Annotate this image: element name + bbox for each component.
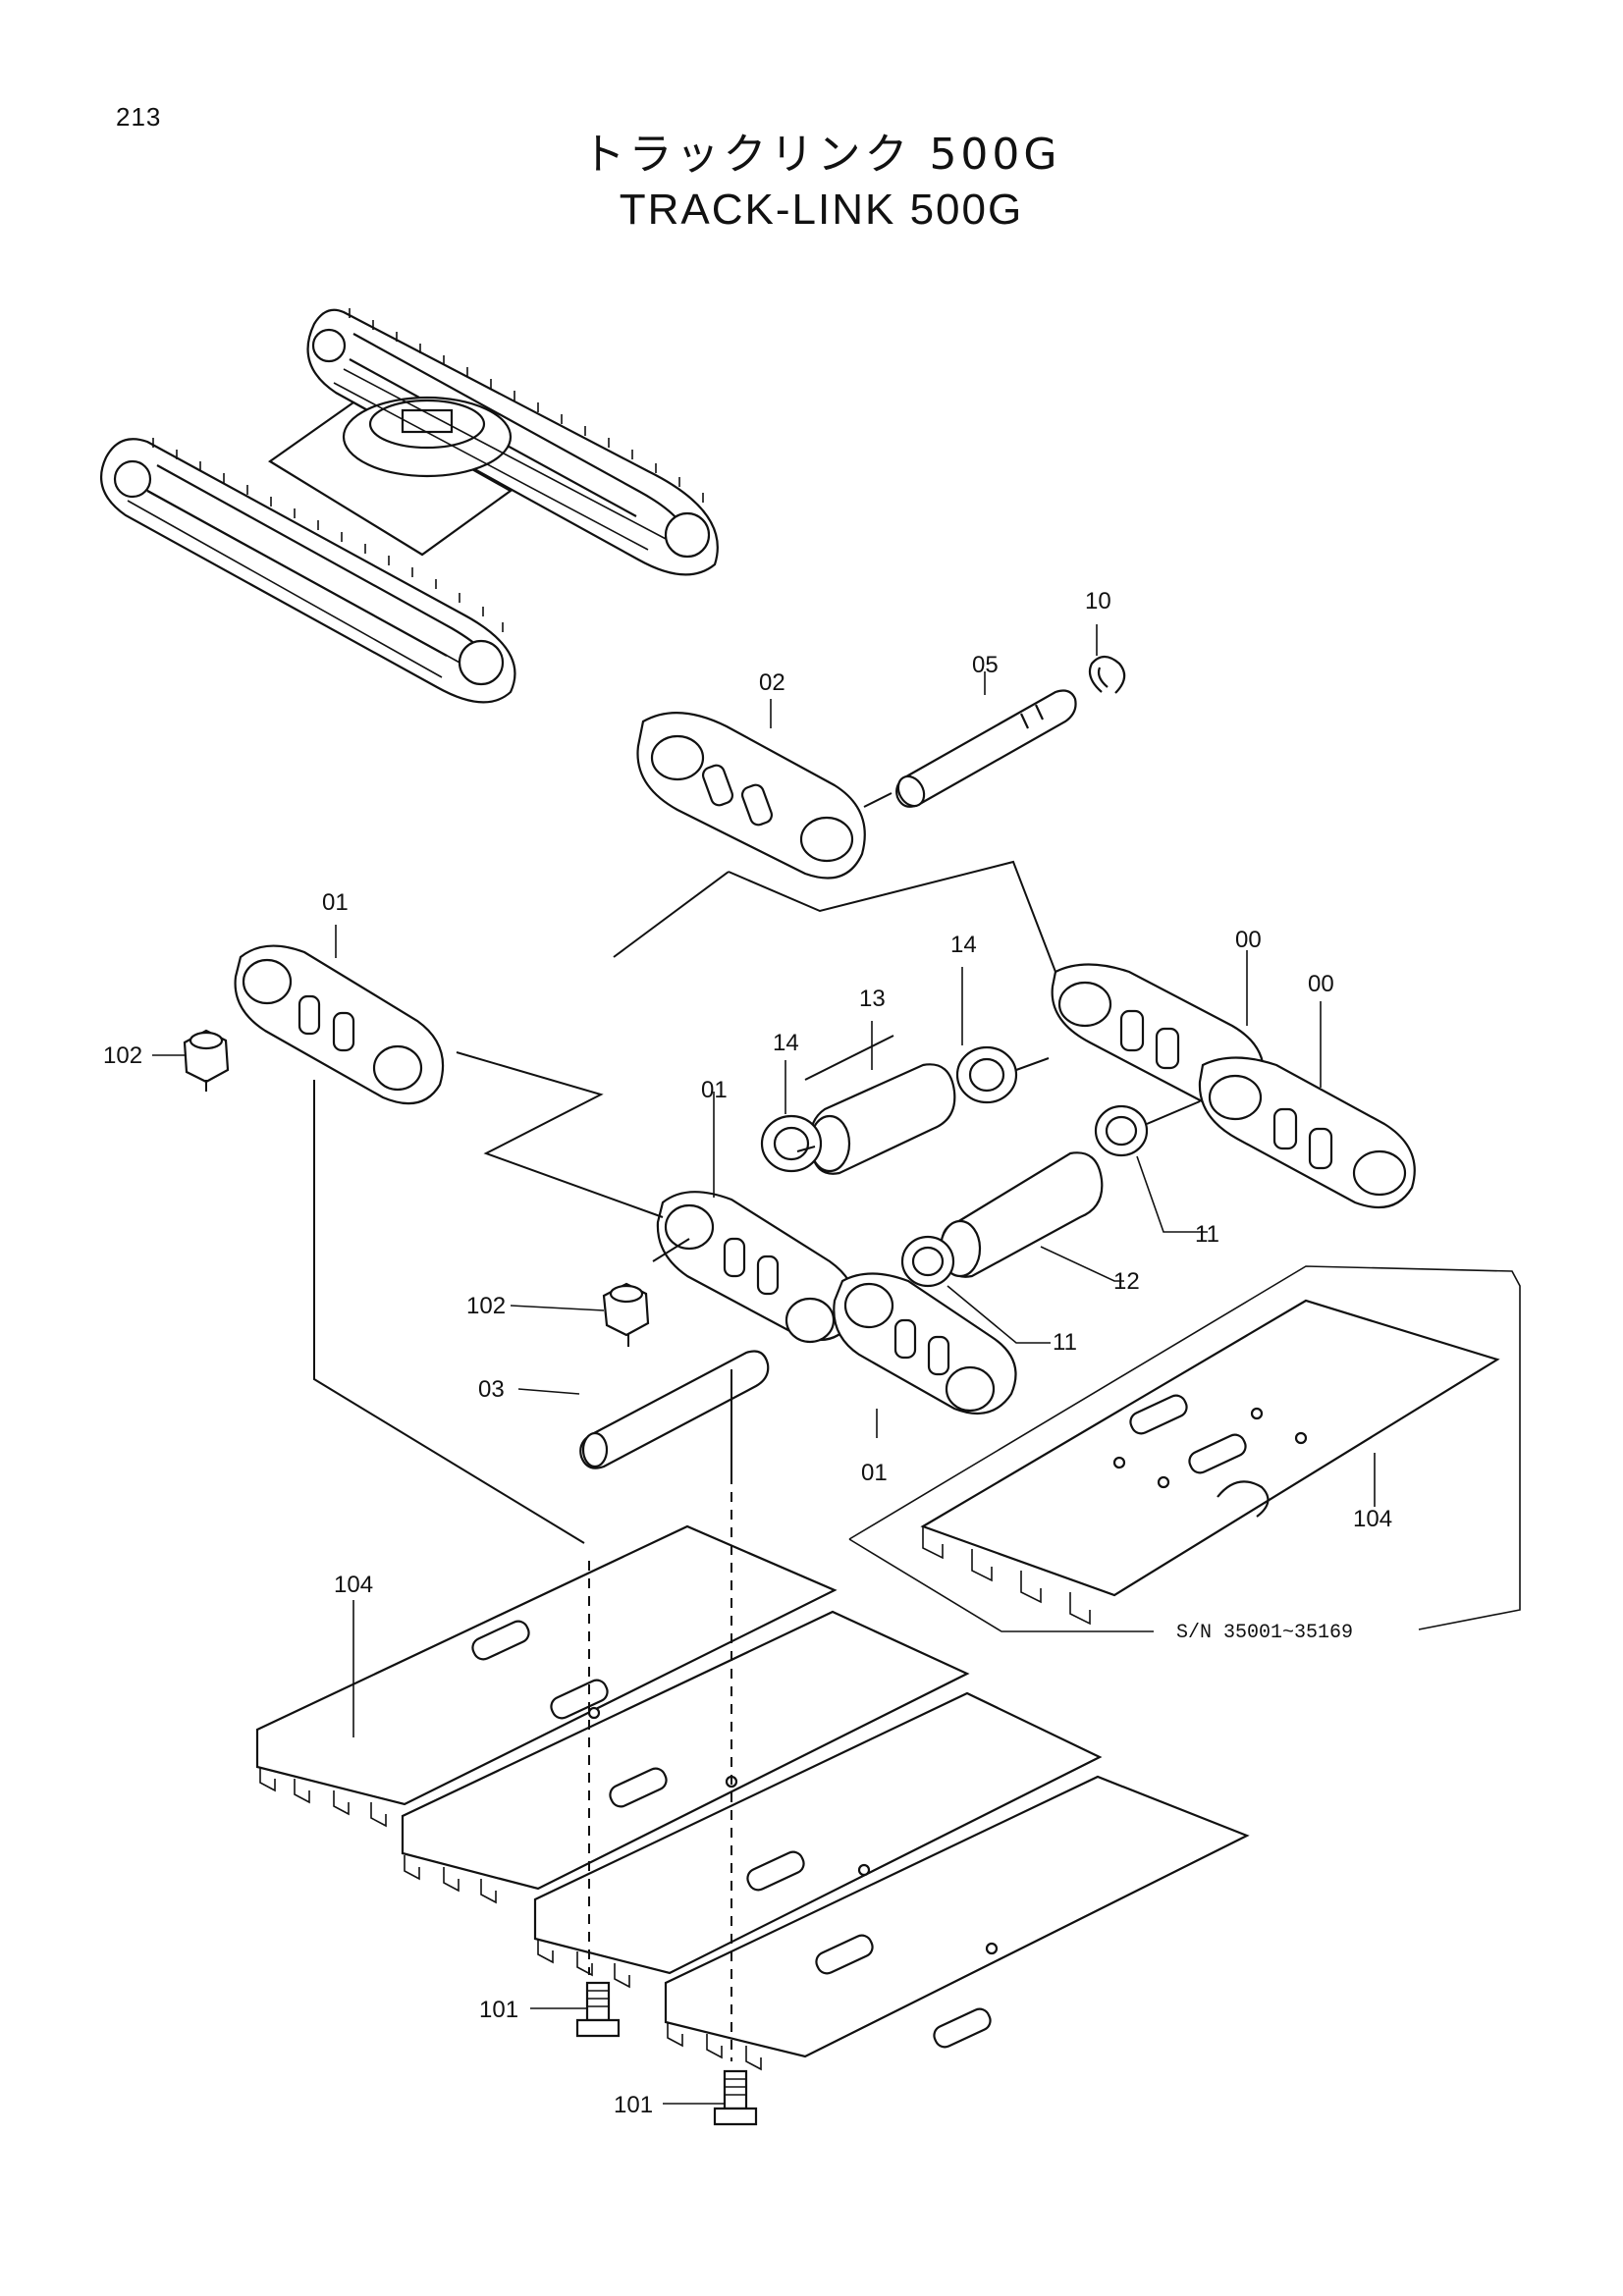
serial-range-note: S/N 35001~35169 <box>1176 1622 1353 1644</box>
callout-12: 12 <box>1113 1268 1140 1295</box>
master-link-02 <box>636 712 866 880</box>
callout-00-b: 00 <box>1308 971 1334 997</box>
callout-102-a: 102 <box>103 1042 142 1069</box>
callout-10: 10 <box>1085 588 1111 614</box>
bushing-13 <box>808 1063 956 1175</box>
callout-14-b: 14 <box>773 1030 799 1056</box>
seal-14-lower <box>760 1114 823 1173</box>
callout-labels: 10 05 02 01 00 00 14 13 14 01 102 102 11… <box>103 588 1392 2118</box>
snap-ring-10 <box>1088 655 1126 694</box>
assembly-lines <box>205 792 1201 2061</box>
nut-102-lower <box>602 1282 650 1337</box>
title-english: TRACK-LINK 500G <box>619 186 1024 234</box>
leader-lines <box>152 624 1376 2105</box>
bushing-12 <box>939 1151 1104 1278</box>
callout-02: 02 <box>759 669 785 696</box>
callout-01-mid: 01 <box>701 1077 728 1103</box>
callout-05: 05 <box>972 652 999 678</box>
master-pin-05 <box>895 689 1077 808</box>
callout-01-top: 01 <box>322 889 349 916</box>
undercarriage-overview <box>100 308 719 704</box>
callout-104-b: 104 <box>1353 1506 1392 1532</box>
callout-102-b: 102 <box>466 1293 506 1319</box>
nut-102-upper <box>183 1029 230 1084</box>
track-pin-03 <box>579 1350 770 1469</box>
callout-13: 13 <box>859 986 886 1012</box>
track-shoes-104 <box>255 1524 1250 2071</box>
page-number: 213 <box>116 102 162 132</box>
callout-104-a: 104 <box>334 1572 373 1598</box>
callout-11-b: 11 <box>1053 1329 1077 1356</box>
callout-01-low: 01 <box>861 1460 888 1486</box>
callout-101-a: 101 <box>479 1997 518 2023</box>
callout-11-a: 11 <box>1195 1221 1219 1248</box>
link-01-upper <box>234 944 445 1105</box>
callout-101-b: 101 <box>614 2092 653 2118</box>
alternate-shoe-104 <box>848 1265 1521 1632</box>
callout-00-a: 00 <box>1235 927 1262 953</box>
title-block: トラックリンク 500G TRACK-LINK 500G <box>0 128 1623 238</box>
callout-14-a: 14 <box>950 932 977 958</box>
link-01-middle <box>656 1191 1017 1415</box>
title-japanese: トラックリンク 500G <box>581 130 1061 180</box>
link-pair-00 <box>1051 963 1416 1209</box>
bolt-101-upper <box>575 1981 621 2038</box>
seal-14-upper <box>955 1045 1018 1104</box>
seal-11-upper <box>1094 1104 1149 1157</box>
callout-03: 03 <box>478 1376 505 1403</box>
seal-11-lower <box>900 1235 955 1288</box>
bolt-101-lower <box>713 2069 758 2126</box>
